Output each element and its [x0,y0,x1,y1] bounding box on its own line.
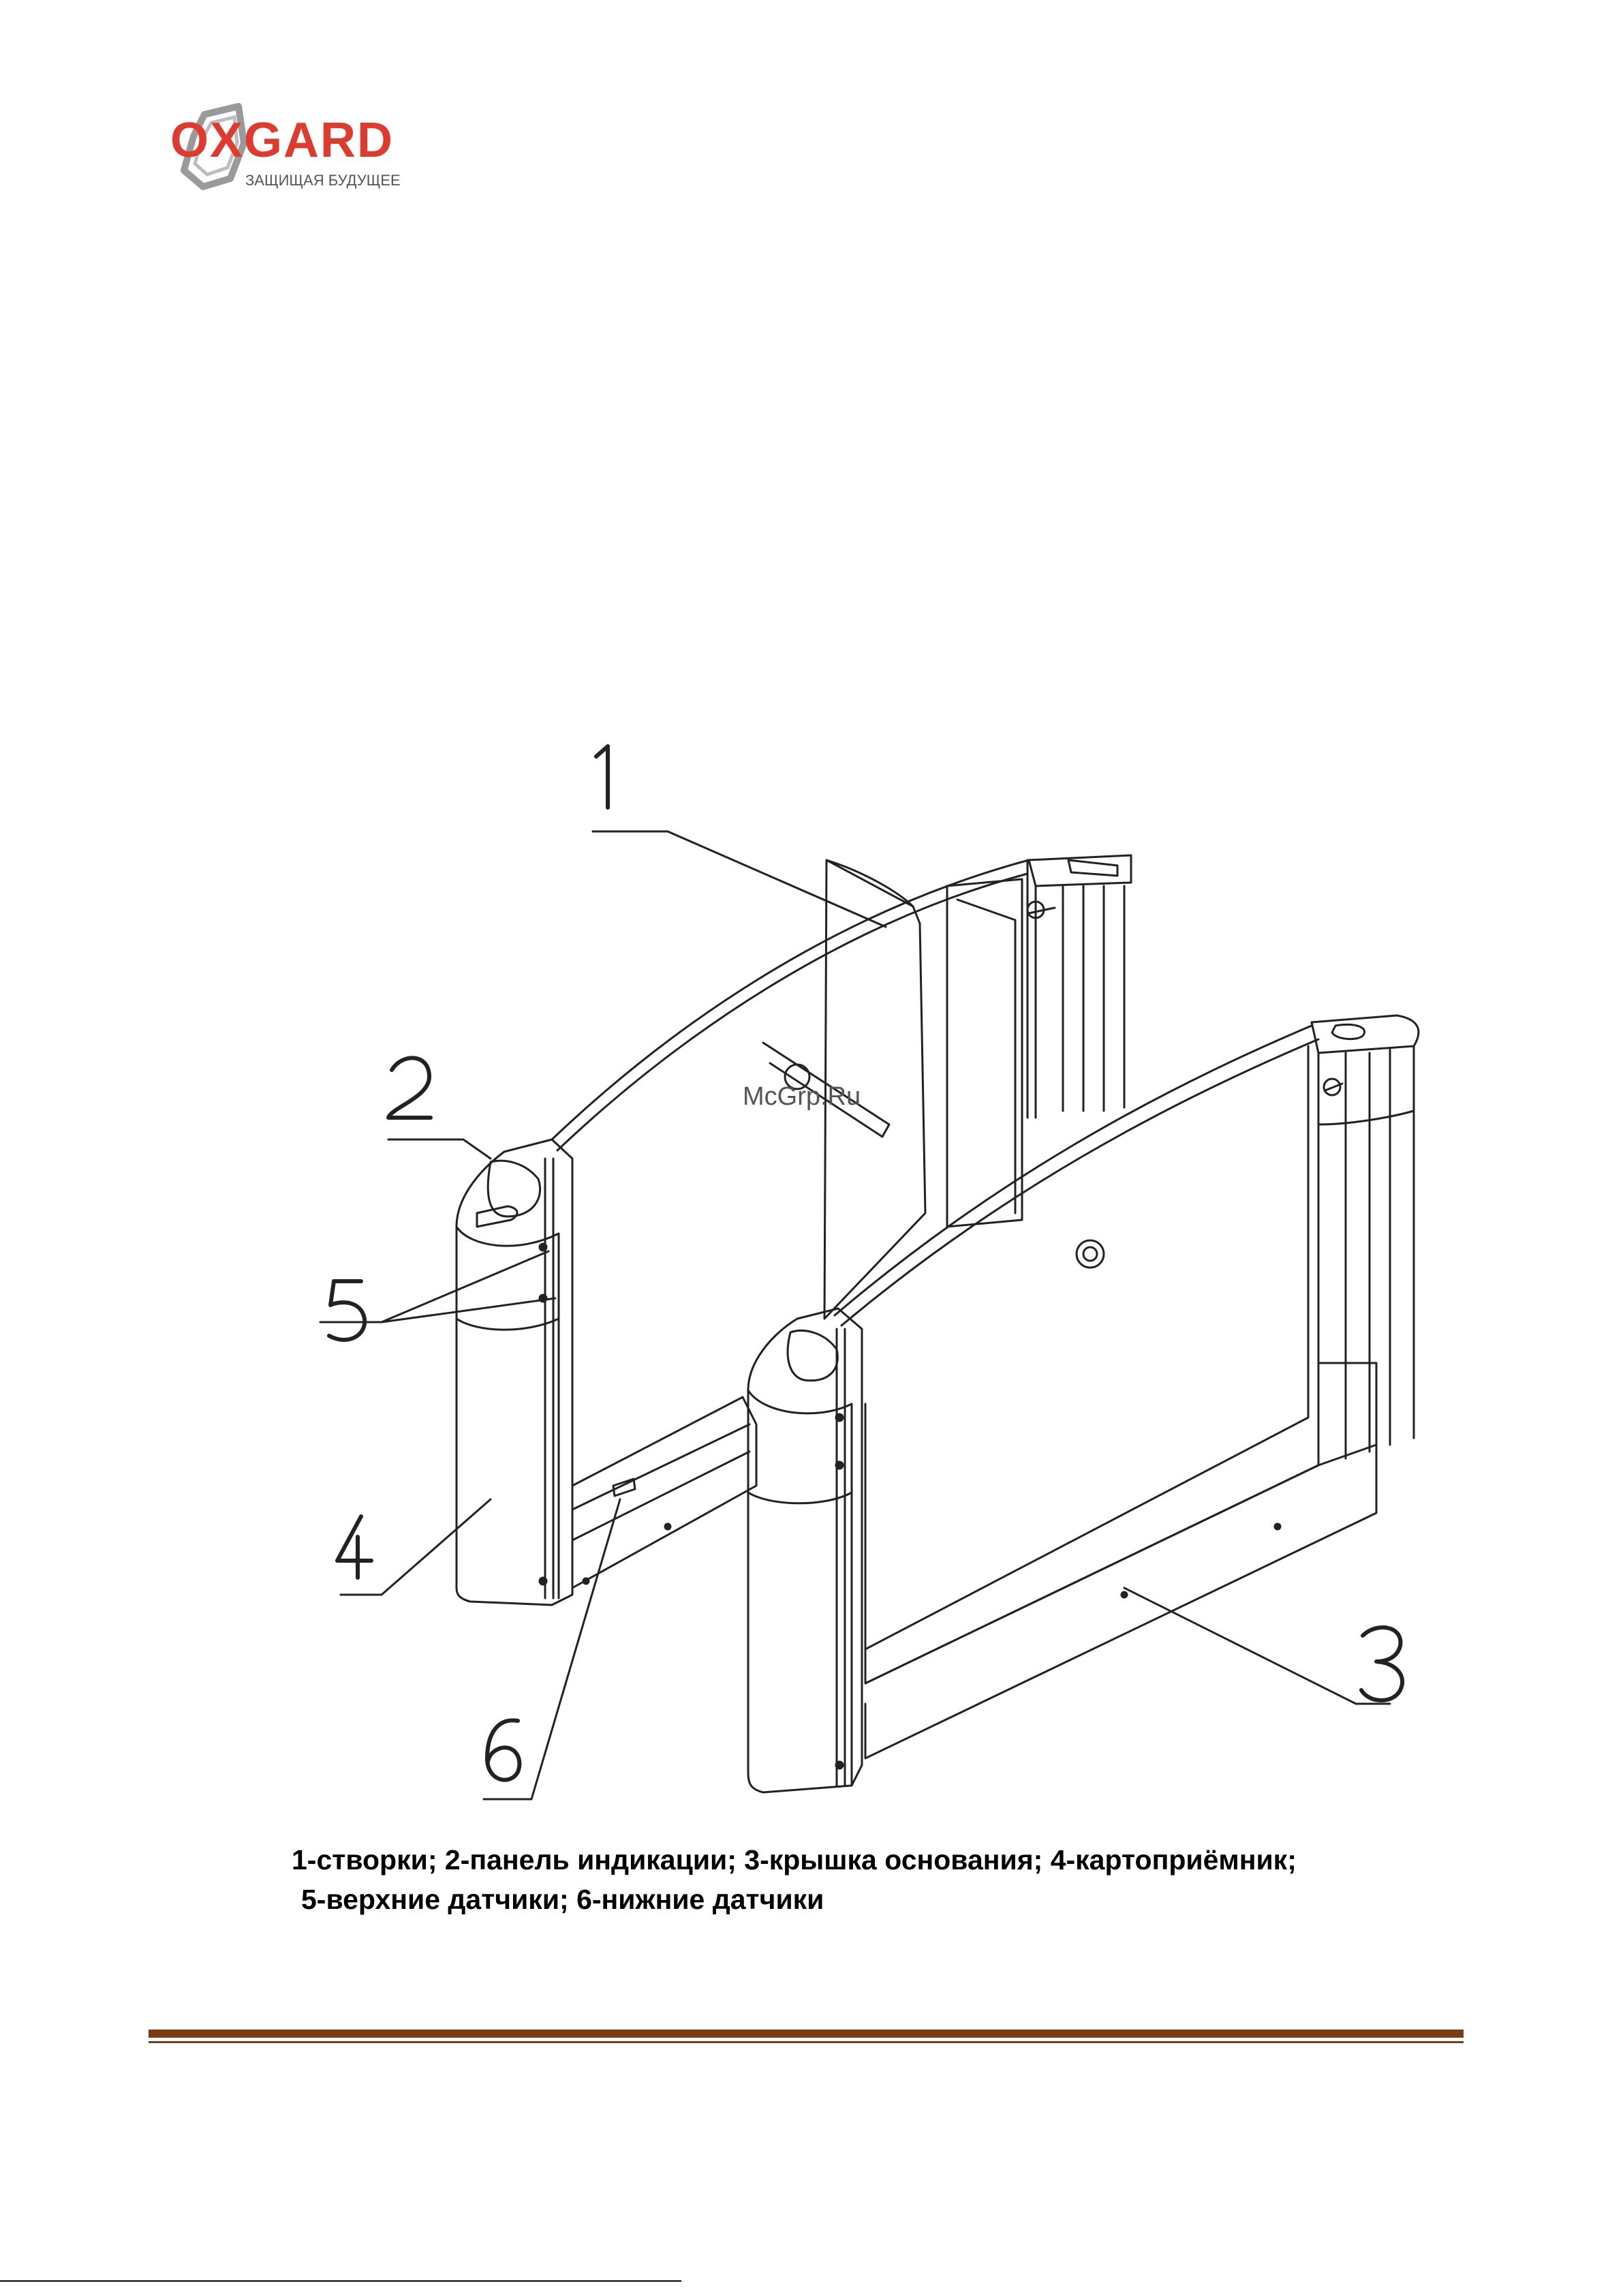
leader-2 [388,1139,491,1159]
leader-6 [484,1499,620,1799]
rear-post [1027,855,1131,1118]
callout-2 [388,1058,431,1118]
leader-3 [1124,1588,1390,1704]
callout-1 [596,746,608,808]
right-near-post [748,1308,862,1792]
caption-line-1: 1-створки; 2-панель индикации; 3-крышка … [292,1840,1297,1880]
main-panel [835,1026,1376,1758]
left-base [572,1397,756,1588]
bottom-rule [0,2280,681,2282]
right-far-post [1312,1015,1419,1465]
leader-1 [593,831,886,927]
callout-6 [487,1720,519,1779]
left-post [457,1139,572,1605]
leader-5 [320,1251,555,1322]
footer-rule-thick [149,2030,1464,2038]
leader-4 [341,1499,491,1595]
caption-line-2: 5-верхние датчики; 6-нижние датчики [301,1880,824,1919]
callout-5 [329,1281,365,1340]
watermark-text: McGrp.Ru [743,1082,861,1112]
rear-panel [552,860,1055,1227]
callout-3 [1361,1627,1402,1700]
callout-4 [337,1516,371,1578]
footer-rule-thin [149,2041,1464,2043]
